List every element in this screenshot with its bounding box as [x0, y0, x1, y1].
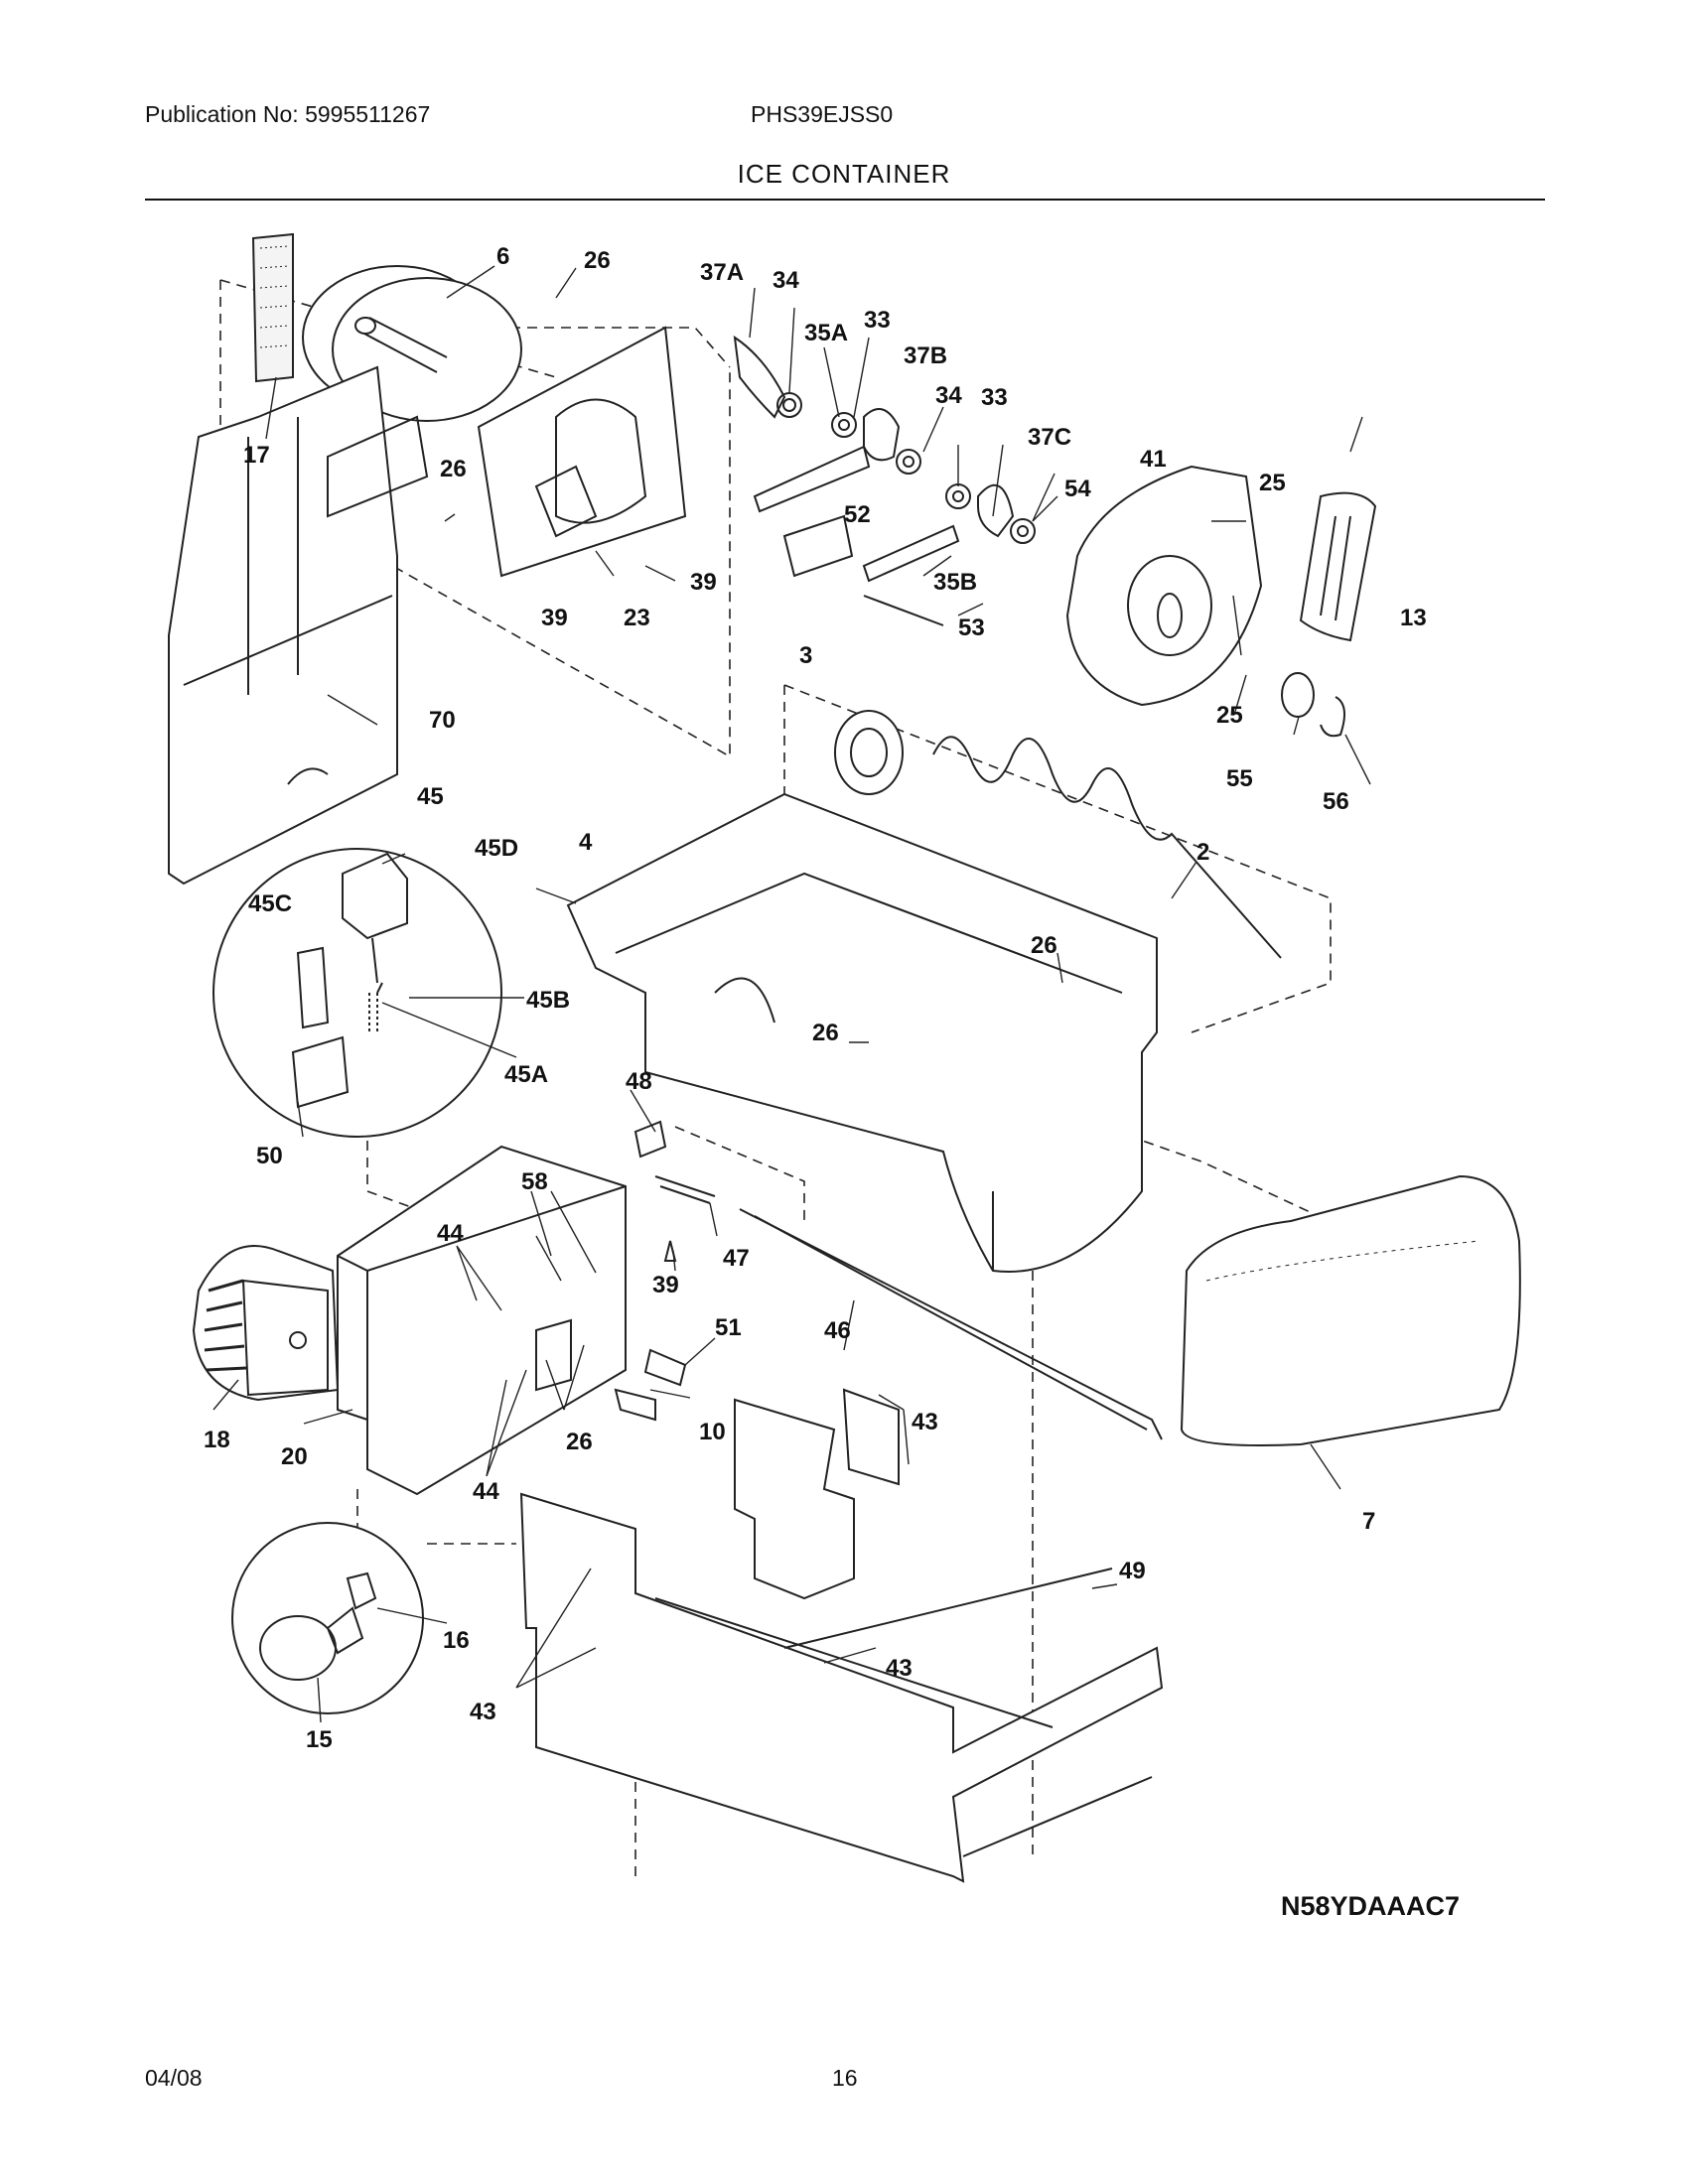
callout-3: 3 — [799, 642, 812, 669]
callout-39: 39 — [541, 605, 568, 631]
model-number: PHS39EJSS0 — [751, 101, 894, 127]
callout-37A: 37A — [700, 259, 744, 286]
publication-number: Publication No: 5995511267 — [145, 101, 431, 127]
page-number: 16 — [832, 2065, 858, 2091]
callout-34: 34 — [935, 382, 962, 409]
callout-70: 70 — [429, 707, 456, 734]
callout-10: 10 — [699, 1419, 726, 1445]
callout-45B: 45B — [526, 987, 570, 1014]
callout-4: 4 — [579, 829, 593, 856]
callout-58: 58 — [521, 1168, 548, 1195]
callout-39: 39 — [652, 1272, 679, 1298]
callout-54: 54 — [1064, 476, 1091, 502]
callout-49: 49 — [1119, 1558, 1146, 1584]
part-shutter-37C-35B — [782, 483, 1036, 626]
callout-45C: 45C — [248, 890, 292, 917]
callout-33: 33 — [981, 384, 1008, 411]
callout-46: 46 — [824, 1317, 851, 1344]
callout-35B: 35B — [933, 569, 977, 596]
callout-2: 2 — [1196, 839, 1209, 866]
page-title: ICE CONTAINER — [737, 159, 951, 189]
leader-lines — [212, 265, 1371, 1723]
part-rings-55-56 — [1281, 672, 1345, 738]
callout-45D: 45D — [475, 835, 518, 862]
callout-43: 43 — [886, 1655, 913, 1682]
part-switch-51-10 — [614, 1348, 687, 1422]
callout-52: 52 — [844, 501, 871, 528]
callout-18: 18 — [204, 1427, 230, 1453]
part-auger-2-3 — [834, 710, 1282, 959]
part-shutter-37A-35A — [733, 335, 871, 513]
detail-circle-45 — [212, 848, 502, 1138]
header-divider — [145, 199, 1545, 201]
part-plate-23 — [477, 326, 687, 578]
part-rod-46 — [739, 1208, 1163, 1440]
callout-25: 25 — [1259, 470, 1286, 496]
callout-26: 26 — [566, 1429, 593, 1455]
callout-17: 17 — [243, 442, 270, 469]
callout-7: 7 — [1362, 1508, 1375, 1535]
part-housing-41 — [1065, 465, 1263, 707]
callout-6: 6 — [496, 243, 509, 270]
callout-45A: 45A — [504, 1061, 548, 1088]
callout-39: 39 — [690, 569, 717, 596]
callout-16: 16 — [443, 1627, 470, 1654]
part-filter-17 — [251, 232, 294, 383]
callout-26: 26 — [584, 247, 611, 274]
part-bracket-48-47 — [633, 1120, 716, 1262]
callout-33: 33 — [864, 307, 891, 334]
callout-20: 20 — [281, 1443, 308, 1470]
callout-41: 41 — [1140, 446, 1167, 473]
callout-51: 51 — [715, 1314, 742, 1341]
callout-25: 25 — [1216, 702, 1243, 729]
drawing-code: N58YDAAAC7 — [1281, 1891, 1461, 1921]
part-duct-70 — [168, 365, 429, 886]
part-shutter-37B — [863, 408, 971, 509]
callout-45: 45 — [417, 783, 444, 810]
callout-44: 44 — [473, 1478, 499, 1505]
callout-53: 53 — [958, 614, 985, 641]
callout-23: 23 — [624, 605, 650, 631]
callout-labels: 6 26 37A 34 35A 33 37B 34 33 37C 41 25 1… — [204, 243, 1427, 1753]
callout-13: 13 — [1400, 605, 1427, 631]
publication-date: 04/08 — [145, 2065, 203, 2091]
callout-48: 48 — [626, 1068, 652, 1095]
part-control-box-20 — [337, 1145, 627, 1496]
callout-55: 55 — [1226, 765, 1253, 792]
callout-26: 26 — [1031, 932, 1057, 959]
callout-35A: 35A — [804, 320, 848, 346]
callout-15: 15 — [306, 1726, 333, 1753]
part-crusher-13 — [1299, 491, 1377, 642]
callout-26: 26 — [440, 456, 467, 482]
callout-37B: 37B — [904, 342, 947, 369]
part-frame-49 — [519, 1388, 1164, 1883]
callout-47: 47 — [723, 1245, 750, 1272]
part-motor-18 — [192, 1245, 340, 1402]
callout-34: 34 — [773, 267, 799, 294]
callout-26: 26 — [812, 1020, 839, 1046]
callout-50: 50 — [256, 1143, 283, 1169]
callout-43: 43 — [912, 1409, 938, 1435]
callout-44: 44 — [437, 1220, 464, 1247]
detail-circle-15-16 — [231, 1522, 424, 1714]
part-door-cover-7 — [1180, 1174, 1521, 1446]
callout-37C: 37C — [1028, 424, 1071, 451]
callout-43: 43 — [470, 1699, 496, 1725]
callout-56: 56 — [1323, 788, 1349, 815]
part-ice-bin-4 — [566, 792, 1158, 1273]
